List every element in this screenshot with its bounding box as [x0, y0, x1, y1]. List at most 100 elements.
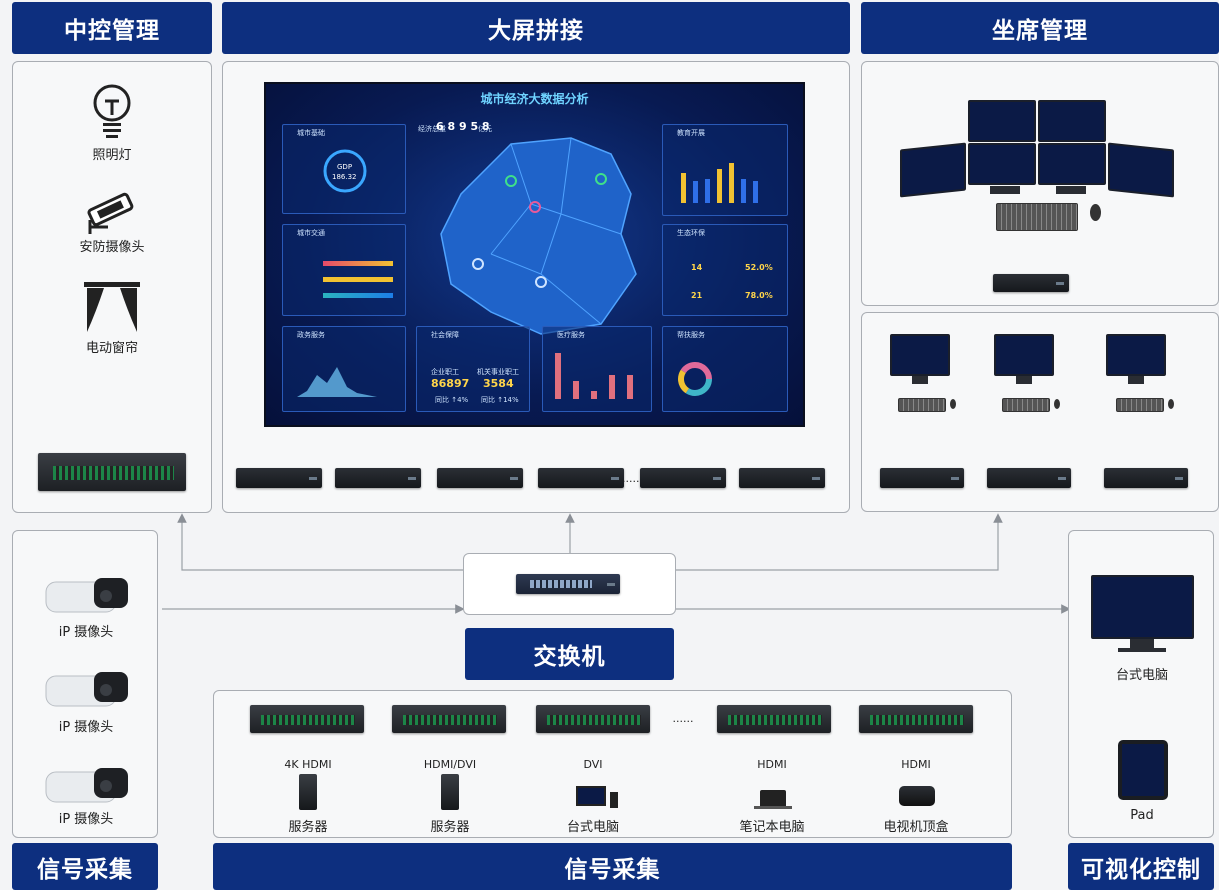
- seat-pc-keyboard-2: [1002, 398, 1050, 412]
- wall-total-label: 经济总量: [418, 125, 446, 133]
- wall-decoder-4: [538, 468, 624, 488]
- desktop-base: [1118, 648, 1166, 652]
- seat-top-host: [993, 274, 1069, 292]
- curtain-icon: [84, 282, 140, 332]
- curtain-label: 电动窗帘: [85, 341, 138, 356]
- header-central-control: 中控管理: [12, 2, 212, 54]
- card-medical: 医疗服务: [542, 326, 652, 412]
- header-switch: 交换机: [465, 628, 674, 680]
- ip-camera-icon: [45, 768, 128, 803]
- seat-pc-stand-1: [912, 376, 928, 384]
- gdp-value: 186.32: [332, 173, 357, 181]
- video-wall: 城市经济大数据分析 经济总量 6 8 9 5 8 亿元 城市基础 GDP 186…: [264, 82, 805, 427]
- card-social-title: 社会保障: [431, 331, 459, 339]
- set-top-box-icon: [899, 786, 935, 806]
- card-gov-title: 政务服务: [297, 331, 325, 339]
- desktop-screen: [1091, 575, 1194, 639]
- wall-decoder-ellipsis: ......: [622, 472, 643, 485]
- seat-pc-mouse-3: [1168, 399, 1174, 409]
- source-device-3: 台式电脑: [566, 820, 619, 835]
- city-map: [440, 137, 637, 335]
- ip-camera-label-1: iP 摄像头: [58, 625, 114, 640]
- source-device-5: 电视机顶盒: [883, 820, 949, 835]
- seat-pc-stand-2: [1016, 376, 1032, 384]
- gdp-label: GDP: [337, 163, 353, 171]
- light-label: 照明灯: [92, 148, 132, 163]
- wall-decoder-2: [335, 468, 421, 488]
- seat-side-screen-left: [900, 142, 966, 198]
- header-seat-management: 坐席管理: [861, 2, 1219, 54]
- card-aid-title: 帮扶服务: [677, 331, 705, 339]
- card-traffic: 城市交通: [282, 224, 406, 316]
- server-icon: [299, 774, 317, 810]
- seat-host-2: [987, 468, 1071, 488]
- source-interface-4: HDMI: [757, 758, 787, 771]
- seat-pc-mouse-1: [950, 399, 956, 409]
- wall-decoder-5: [640, 468, 726, 488]
- wall-total-value: 6 8 9 5 8: [436, 120, 490, 133]
- tablet-icon: [1118, 740, 1168, 800]
- card-education: 教育开展: [662, 124, 788, 216]
- seat-host-3: [1104, 468, 1188, 488]
- seat-wall-screen-3: [968, 143, 1036, 185]
- social-left-label: 企业职工: [431, 368, 459, 376]
- security-camera-label: 安防摄像头: [79, 240, 145, 255]
- seat-pc-screen-1: [890, 334, 950, 376]
- card-city-basics: 城市基础 GDP 186.32: [282, 124, 406, 214]
- encoder-2: [392, 705, 506, 733]
- source-interface-3: DVI: [583, 758, 603, 771]
- desktop-stand: [1130, 639, 1154, 649]
- seat-wall-screen-2: [1038, 100, 1106, 142]
- wall-decoder-3: [437, 468, 523, 488]
- card-gov: 政务服务: [282, 326, 406, 412]
- header-big-screen: 大屏拼接: [222, 2, 850, 54]
- network-switch: [516, 574, 620, 594]
- desktop-label: 台式电脑: [1115, 668, 1168, 683]
- seat-side-screen-right: [1108, 142, 1174, 198]
- social-right-value: 3584: [483, 377, 514, 390]
- source-device-1: 服务器: [288, 820, 328, 835]
- social-left-sub: 同比 ↑4%: [435, 396, 469, 404]
- source-interface-1: 4K HDMI: [284, 758, 332, 771]
- pad-label: Pad: [1130, 808, 1154, 823]
- card-medical-title: 医疗服务: [557, 331, 585, 339]
- eco-v4: 78.0%: [745, 291, 773, 300]
- seat-stand-1: [990, 186, 1020, 194]
- central-control-host: [38, 453, 186, 491]
- ip-camera-icon: [45, 672, 128, 707]
- desktop-monitor-icon: [576, 786, 606, 806]
- seat-pc-keyboard-1: [898, 398, 946, 412]
- header-signal-capture-left: 信号采集: [12, 843, 158, 890]
- laptop-icon: [760, 790, 786, 806]
- eco-v3: 21: [691, 291, 703, 300]
- ip-camera-icon: [45, 578, 128, 613]
- encoder-5: [859, 705, 973, 733]
- ip-camera-label-3: iP 摄像头: [58, 812, 114, 827]
- light-bulb-icon: [93, 84, 131, 138]
- seat-wall-screen-4: [1038, 143, 1106, 185]
- source-interface-5: HDMI: [901, 758, 931, 771]
- card-eco-title: 生态环保: [677, 229, 705, 237]
- eco-v2: 52.0%: [745, 263, 773, 272]
- wall-title: 城市经济大数据分析: [480, 92, 589, 106]
- card-traffic-title: 城市交通: [297, 229, 325, 237]
- card-social: 社会保障 企业职工 86897 同比 ↑4% 机关事业职工 3584 同比 ↑1…: [416, 326, 530, 412]
- encoder-ellipsis: ......: [672, 712, 694, 725]
- seat-pc-keyboard-3: [1116, 398, 1164, 412]
- social-right-label: 机关事业职工: [477, 368, 519, 376]
- seat-mouse: [1090, 204, 1101, 221]
- source-device-2: 服务器: [430, 820, 470, 835]
- social-right-sub: 同比 ↑14%: [481, 396, 519, 404]
- gdp-ring: [323, 149, 367, 193]
- security-camera-icon: [87, 192, 134, 234]
- seat-wall-screen-1: [968, 100, 1036, 142]
- card-education-title: 教育开展: [677, 129, 705, 137]
- header-visual-control: 可视化控制: [1068, 843, 1214, 890]
- social-left-value: 86897: [431, 377, 470, 390]
- wall-decoder-1: [236, 468, 322, 488]
- gov-area-chart: [297, 367, 397, 397]
- card-eco: 生态环保 14 52.0% 21 78.0%: [662, 224, 788, 316]
- seat-host-1: [880, 468, 964, 488]
- encoder-4: [717, 705, 831, 733]
- header-signal-capture-bottom: 信号采集: [213, 843, 1012, 890]
